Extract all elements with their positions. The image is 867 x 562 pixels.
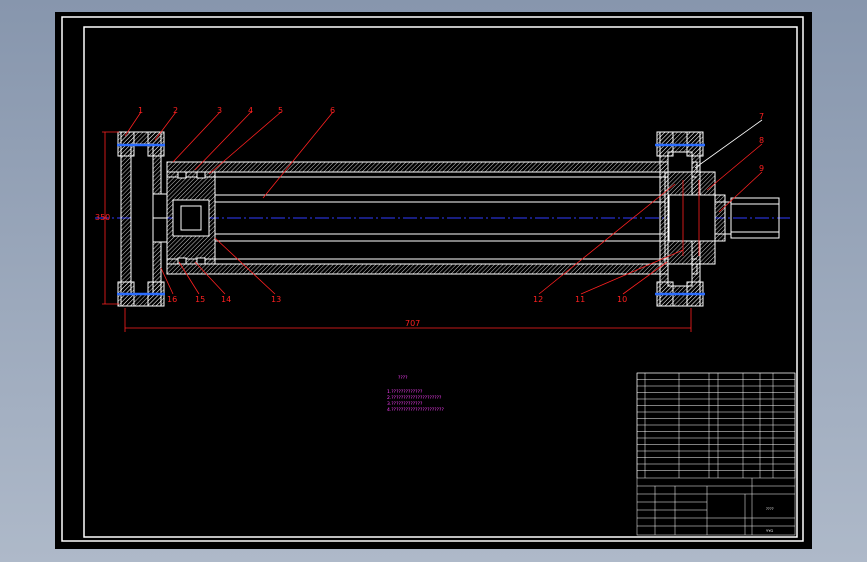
note-line-3: 3.????????????? <box>387 401 423 407</box>
height-dimension-text: 350 <box>95 213 110 222</box>
note-line-2: 2.????????????????????? <box>387 395 442 401</box>
balloon-11: 11 <box>575 295 585 304</box>
title-block <box>636 372 796 536</box>
drawing-title: ???? <box>766 507 774 511</box>
balloon-13: 13 <box>271 295 281 304</box>
notes-title: ???? <box>398 375 408 381</box>
length-dimension-text: 707 <box>405 319 420 328</box>
cylinder-assembly <box>117 131 780 307</box>
rod-end-thread <box>730 197 780 239</box>
balloon-7: 7 <box>759 112 764 121</box>
barrel-bottom-wall <box>166 263 698 275</box>
balloon-2: 2 <box>173 106 178 115</box>
inner-border <box>83 26 798 538</box>
outer-border <box>61 16 804 542</box>
note-line-4: 4.?????????????????????? <box>387 407 444 413</box>
balloon-3: 3 <box>217 106 222 115</box>
balloon-16: 16 <box>167 295 177 304</box>
cad-drawing: 350 707 1 2 3 4 5 6 7 8 9 10 11 12 13 14… <box>61 16 804 542</box>
balloon-14: 14 <box>221 295 231 304</box>
balloon-8: 8 <box>759 136 764 145</box>
balloon-10: 10 <box>617 295 627 304</box>
barrel-top-wall <box>166 161 698 173</box>
drawing-sheet: 350 707 1 2 3 4 5 6 7 8 9 10 11 12 13 14… <box>55 12 812 549</box>
note-line-1: 1.????????????? <box>387 389 423 395</box>
balloon-9: 9 <box>759 164 764 173</box>
dimensions <box>102 131 692 332</box>
leader-lines <box>124 111 763 295</box>
balloon-4: 4 <box>248 106 253 115</box>
balloon-1: 1 <box>138 106 143 115</box>
balloon-12: 12 <box>533 295 543 304</box>
balloon-6: 6 <box>330 106 335 115</box>
drawing-code: YYG <box>766 529 773 533</box>
balloon-5: 5 <box>278 106 283 115</box>
balloon-15: 15 <box>195 295 205 304</box>
